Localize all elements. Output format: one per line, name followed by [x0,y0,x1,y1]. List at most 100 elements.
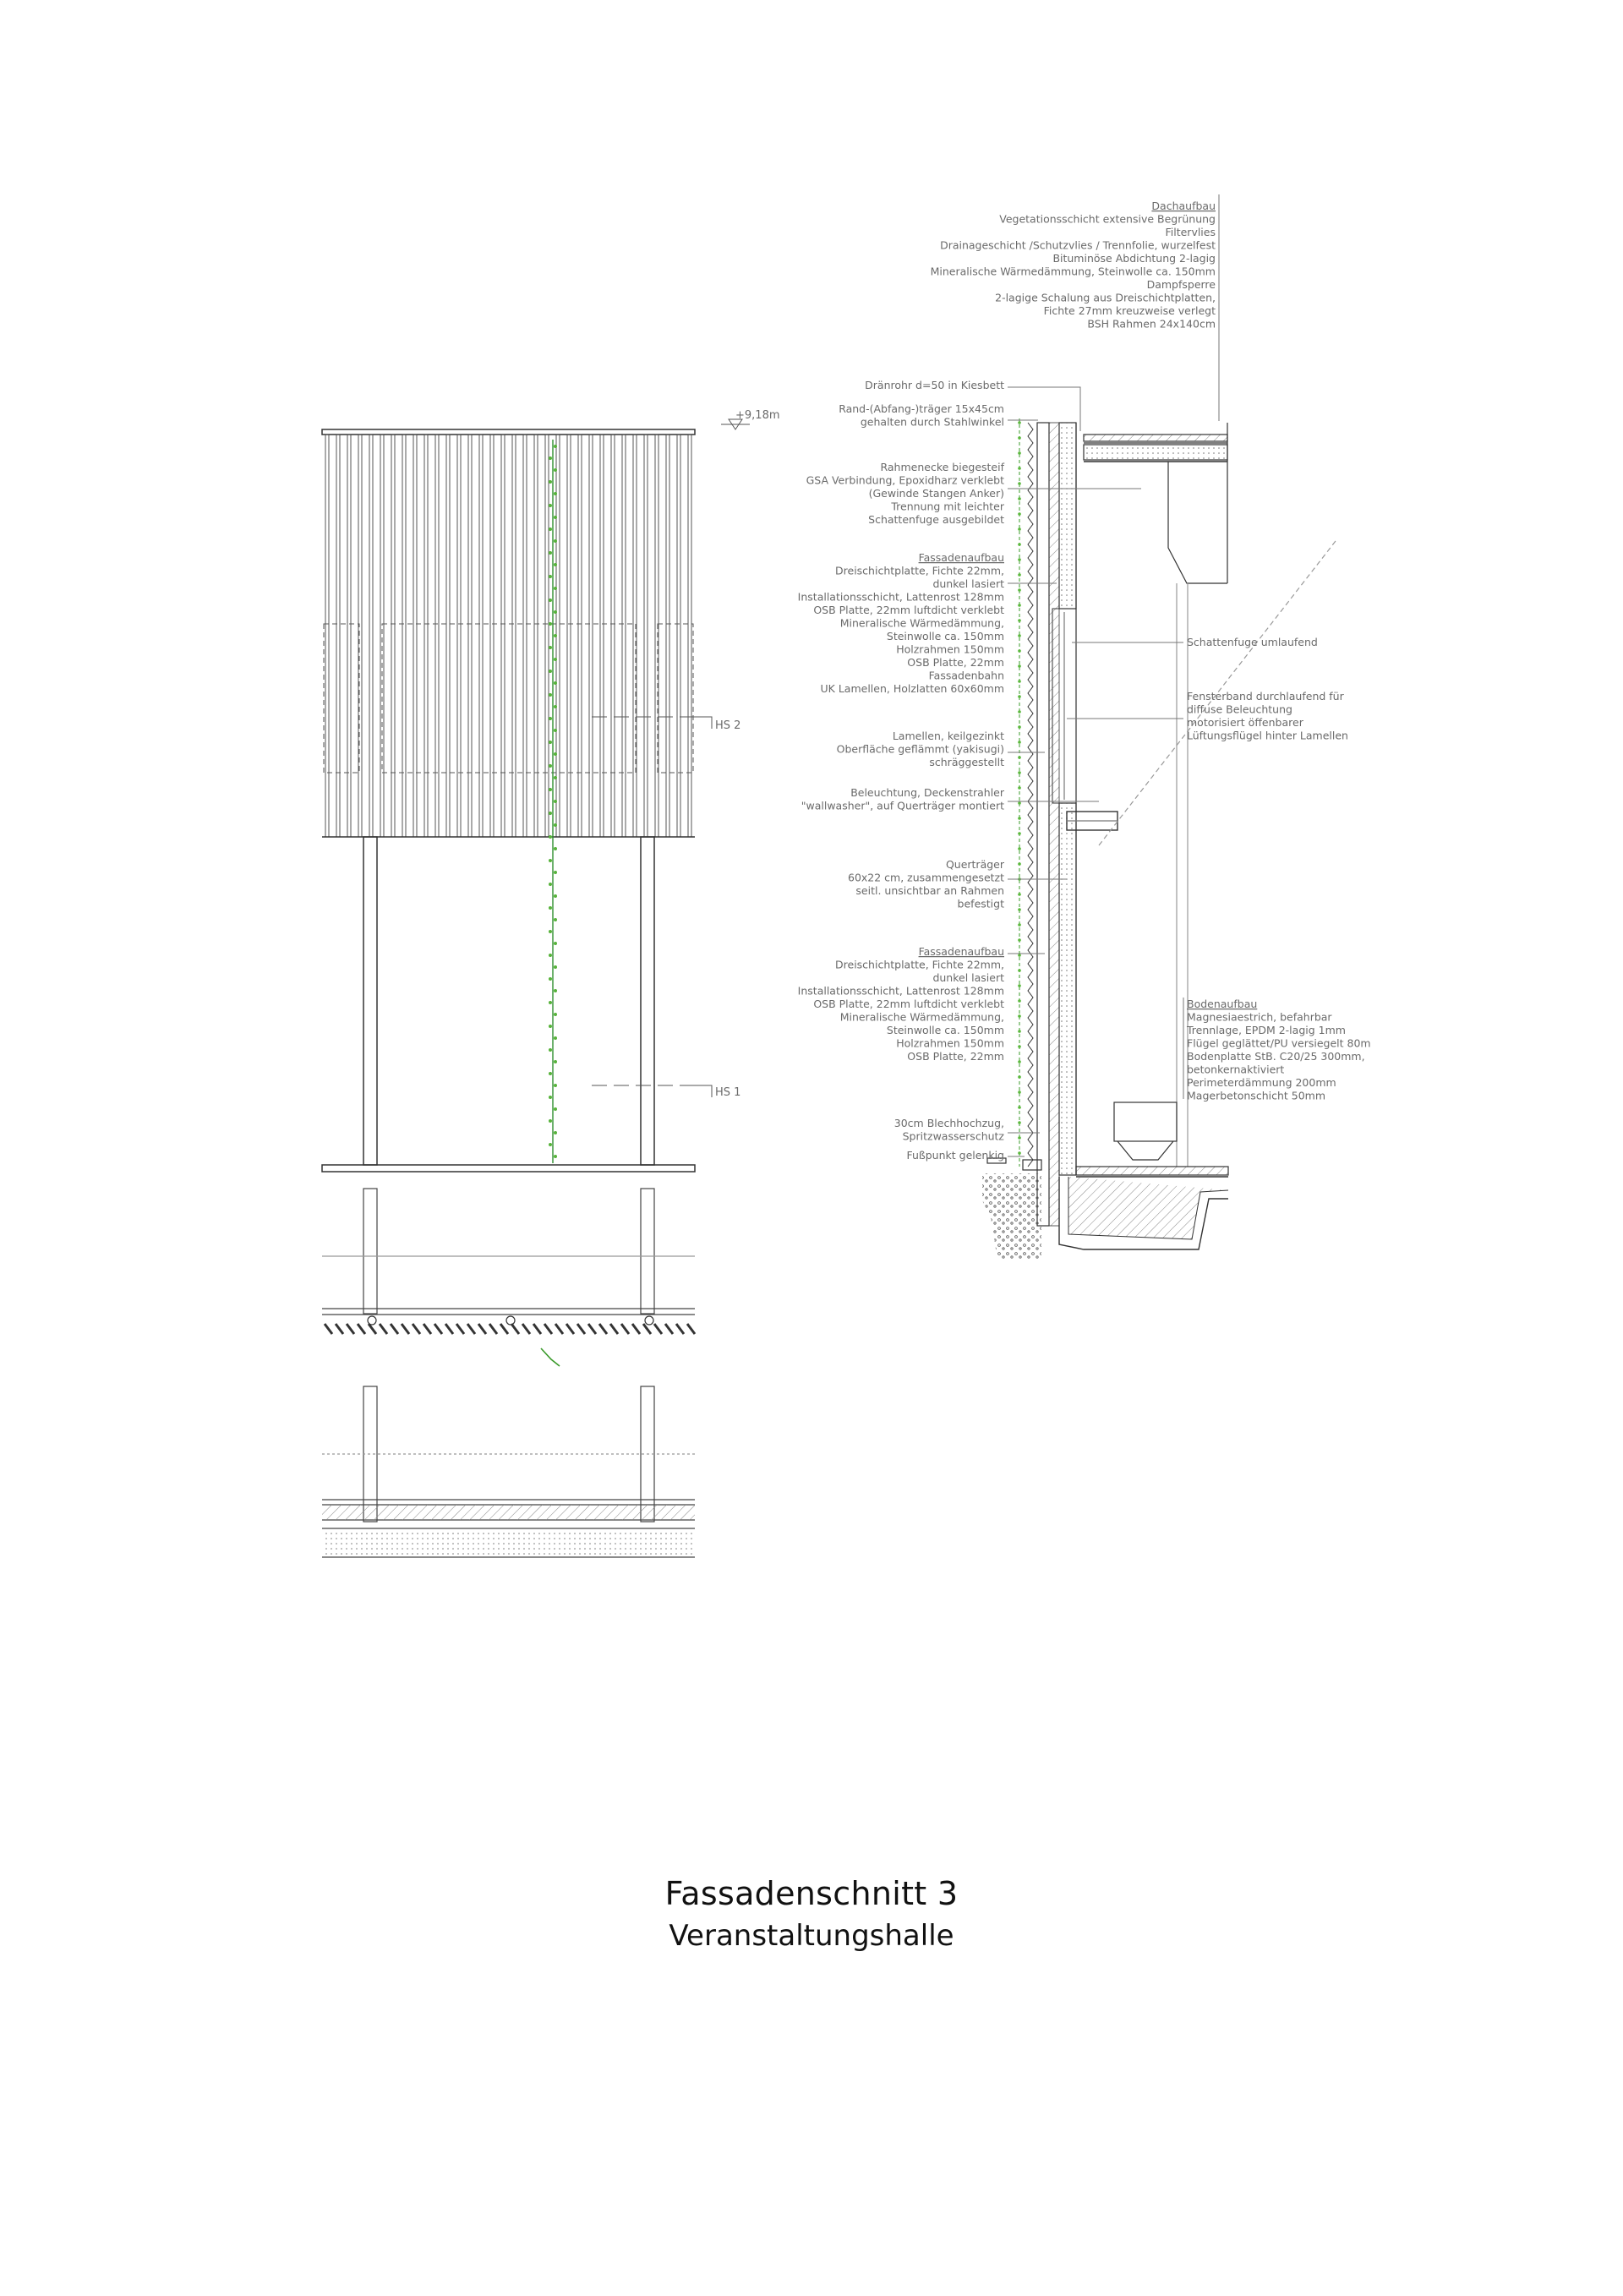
note-shadow-gap: Schattenfuge umlaufend [1187,636,1318,648]
lamella [424,434,429,838]
plan-lamella [466,1323,477,1335]
vine-leaf [554,1155,557,1158]
lamella [676,434,681,838]
note-line: Flügel geglättet/PU versiegelt 80m [1187,1037,1371,1050]
section-vine-leaf [1018,999,1021,1003]
note-base-joint: Fußpunkt gelenkig [906,1149,1004,1162]
note-line: Steinwolle ca. 150mm [887,630,1004,642]
section-vine-leaf [1018,421,1021,424]
plan-lamella [367,1323,378,1335]
section-vine-leaf [1018,588,1021,592]
plan-lamella [411,1323,422,1335]
plan-lamella-row [323,1315,697,1335]
note-line: OSB Platte, 22mm [907,656,1004,669]
section-vine-leaf [1018,1075,1021,1079]
plan-lamella [400,1323,411,1335]
plan-lamella [620,1323,631,1335]
note-line: Magerbetonschicht 50mm [1187,1090,1325,1102]
lamella [336,434,341,838]
note-line: Magnesiaestrich, befahrbar [1187,1011,1332,1024]
vine-leaf [549,551,552,555]
vine-leaf [549,693,552,697]
plan-lamella [378,1323,389,1335]
note-line: Installationsschicht, Lattenrost 128mm [798,591,1004,604]
note-line: dunkel lasiert [932,577,1004,590]
vine-leaf [549,717,552,720]
section-climbing-plant [1018,418,1021,1167]
note-line: Perimeterdämmung 200mm [1187,1076,1336,1089]
lamella [489,434,495,838]
vine-leaf [554,705,557,708]
vine-leaf [549,930,552,933]
vine-leaf [554,634,557,637]
section-vine-leaf [1018,817,1021,820]
plan-detail-upper [322,1188,697,1367]
vine-leaf [549,1096,552,1099]
vine-leaf [554,776,557,779]
lamella [467,434,473,838]
vine-leaf [549,1048,552,1052]
vine-leaf [554,823,557,827]
section-label-hs2: HS 2 [715,719,740,732]
section-vine-leaf [1018,619,1021,622]
section-vine-leaf [1018,1014,1021,1018]
note-line: Dreischichtplatte, Fichte 22mm, [835,959,1004,971]
lamella [380,434,385,838]
section-vine-leaf [1018,756,1021,759]
note-line: Vegetationsschicht extensive Begrünung [999,213,1216,226]
section-marker-hs1: HS 1 [592,1085,740,1099]
section-vine-leaf [1018,558,1021,561]
vine-leaf [549,599,552,602]
lamella [610,434,615,838]
section-vine-leaf [1018,695,1021,698]
section-vine-leaf [1018,1151,1021,1155]
note-line: Mineralische Wärmedämmung, [840,1011,1004,1024]
vine-leaf [549,622,552,626]
vine-leaf [549,906,552,910]
note-line: 30cm Blechhochzug, [894,1117,1004,1129]
section-vine-leaf [1018,528,1021,531]
note-line: 2-lagige Schalung aus Dreischichtplatten… [995,292,1216,304]
section-vine-leaf [1018,954,1021,957]
plan-lamella [433,1323,444,1335]
lamella [413,434,418,838]
section-vine-leaf [1018,741,1021,744]
vine-leaf [549,764,552,768]
section-vine-leaf [1018,771,1021,774]
column-anchor [644,1315,654,1326]
plan-lamella [565,1323,576,1335]
plan-lamella [609,1323,620,1335]
note-line: OSB Platte, 22mm luftdicht verklebt [813,998,1004,1010]
vine-leaf [554,516,557,519]
note-line: OSB Platte, 22mm [907,1050,1004,1063]
vine-leaf [549,1001,552,1004]
level-marker: +9,18m [721,409,780,430]
vine-leaf [554,445,557,448]
lamella [445,434,451,838]
plan-lamella [422,1323,433,1335]
lamella [566,434,571,838]
vine-leaf [549,812,552,815]
plan-lamella [389,1323,400,1335]
vine-leaf [549,670,552,673]
vine-leaf [554,1036,557,1040]
vine-leaf [549,480,552,484]
note-line: Beleuchtung, Deckenstrahler [850,786,1005,799]
section-vine-leaf [1018,664,1021,668]
note-line: Drainageschicht /Schutzvlies / Trennfoli… [940,239,1216,252]
lamella [347,434,352,838]
section-marker-hs2: HS 2 [592,716,740,732]
vine-leaf [554,847,557,850]
vine-leaf [554,965,557,969]
lamella [533,434,538,838]
vine-leaf [549,1143,552,1146]
note-line: Dreischichtplatte, Fichte 22mm, [835,565,1004,577]
note-lighting: Beleuchtung, Deckenstrahler"wallwasher",… [801,786,1005,812]
vine-leaf [554,989,557,992]
section-vine-leaf [1018,573,1021,577]
climbing-plant-vine [549,440,557,1163]
